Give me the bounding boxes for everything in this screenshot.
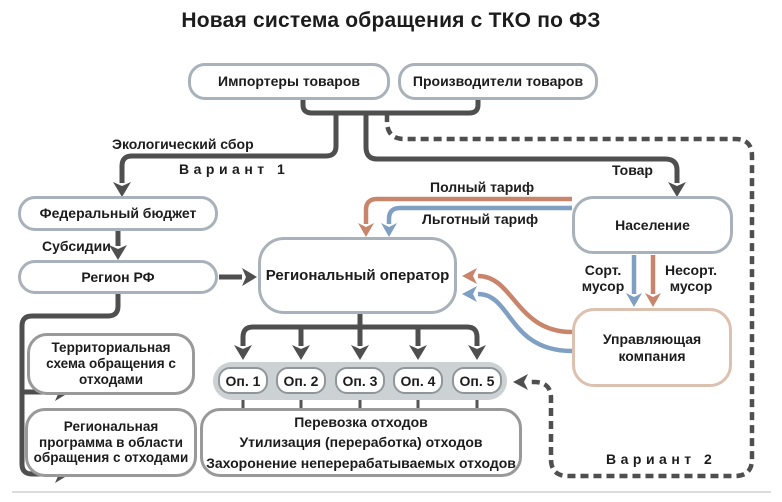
waste-service-line-3: Захоронение неперерабатываемых отходов: [206, 454, 516, 471]
arrowhead-management-orange: [462, 268, 477, 284]
arrowhead-variant2: [513, 374, 528, 390]
node-territorial-scheme-label: Территориальная схема обращения с отхода…: [46, 340, 176, 387]
label-full-tariff: Полный тариф: [430, 179, 535, 195]
connector-management-operator-blue: [477, 291, 573, 354]
label-unsorted-waste: Несорт. мусор: [665, 262, 717, 295]
arrowhead-sorted-waste: [626, 293, 642, 307]
node-importers-label: Импортеры товаров: [218, 73, 360, 90]
node-population: Население: [572, 196, 733, 254]
connector-full-tariff: [363, 196, 572, 224]
node-op-3: Оп. 3: [335, 367, 385, 394]
arrowhead-preferential-tariff: [381, 223, 397, 237]
node-op-2-label: Оп. 2: [283, 372, 319, 389]
node-region-label: Регион РФ: [81, 268, 155, 285]
node-management-company-label: Управляющая компания: [602, 330, 702, 364]
label-sorted-waste: Сорт. мусор: [581, 262, 625, 295]
label-ecological-fee: Экологический сбор: [112, 136, 254, 152]
connector-top-merge: [300, 100, 481, 116]
waste-service-line-1: Перевозка отходов: [294, 414, 428, 431]
arrowhead-op3: [351, 345, 369, 360]
arrowhead-to-operator: [242, 268, 257, 286]
node-op-1: Оп. 1: [218, 367, 268, 394]
connector-variant2-dashed: [384, 114, 755, 479]
label-subsidies: Субсидии: [42, 238, 111, 254]
node-regional-operator: Региональный оператор: [258, 237, 457, 314]
node-op-2: Оп. 2: [276, 367, 326, 394]
node-region: Регион РФ: [18, 260, 218, 294]
node-op-5: Оп. 5: [452, 367, 502, 394]
node-op-1-label: Оп. 1: [225, 372, 261, 389]
node-waste-services: Перевозка отходов Утилизация (переработк…: [200, 408, 522, 477]
node-producers-label: Производители товаров: [412, 73, 584, 90]
connector-management-operator-orange: [477, 273, 573, 335]
arrowhead-to-federal-budget: [113, 182, 131, 197]
node-management-company: Управляющая компания: [572, 308, 732, 387]
label-preferential-tariff: Льготный тариф: [422, 211, 539, 227]
node-regional-operator-label: Региональный оператор: [265, 266, 450, 284]
node-federal-budget: Федеральный бюджет: [18, 196, 218, 231]
connector-preferential-tariff: [386, 205, 572, 224]
node-territorial-scheme: Территориальная схема обращения с отхода…: [27, 333, 195, 395]
node-population-label: Население: [615, 216, 690, 233]
arrowhead-op4: [409, 345, 427, 360]
connector-op-services: [241, 394, 479, 409]
connector-region-docs: [19, 294, 121, 477]
arrowhead-to-population: [668, 182, 686, 197]
label-variant-2: Вариант 2: [606, 451, 717, 467]
label-goods: Товар: [612, 162, 653, 178]
connector-eco-fee: [119, 112, 339, 183]
connector-operator-fan: [240, 314, 480, 346]
arrowhead-unsorted-waste: [645, 293, 661, 307]
node-regional-program-label: Региональная программа в области обращен…: [33, 418, 189, 466]
node-producers: Производители товаров: [398, 63, 598, 100]
node-federal-budget-label: Федеральный бюджет: [39, 205, 197, 222]
node-op-5-label: Оп. 5: [459, 372, 495, 389]
arrowhead-management-blue: [462, 286, 477, 302]
arrowhead-to-region: [109, 245, 127, 260]
arrowhead-full-tariff: [358, 223, 374, 237]
arrowhead-op1: [234, 345, 252, 360]
node-importers: Импортеры товаров: [188, 63, 390, 100]
node-op-3-label: Оп. 3: [342, 372, 378, 389]
node-op-4-label: Оп. 4: [400, 372, 436, 389]
page-title: Новая система обращения с ТКО по ФЗ: [181, 9, 601, 32]
connector-goods: [363, 112, 680, 183]
node-regional-program: Региональная программа в области обращен…: [25, 408, 197, 477]
arrowhead-op2: [292, 345, 310, 360]
arrowhead-op5: [468, 345, 486, 360]
waste-service-line-2: Утилизация (переработка) отходов: [239, 434, 483, 451]
node-op-4: Оп. 4: [393, 367, 443, 394]
label-variant-1: Вариант 1: [179, 161, 290, 177]
